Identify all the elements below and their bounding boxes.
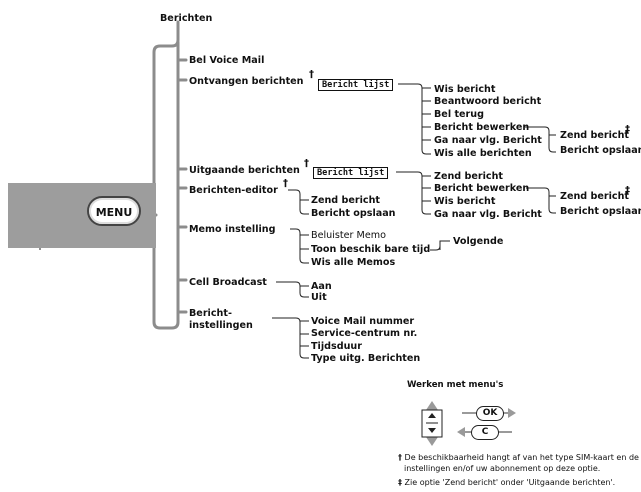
- list-item[interactable]: Ga naar vlg. Bericht: [434, 209, 542, 220]
- menu-item-cell-broadcast[interactable]: Cell Broadcast: [189, 277, 267, 288]
- list-item[interactable]: Bel terug: [434, 109, 484, 120]
- list-item[interactable]: Zend bericht: [434, 171, 503, 182]
- footnote-text: instellingen en/of uw abonnement op deze…: [404, 464, 601, 473]
- menu-item-voicemail[interactable]: Bel Voice Mail: [189, 55, 265, 66]
- list-item[interactable]: Wis bericht: [434, 84, 496, 95]
- list-item[interactable]: Bericht opslaan: [560, 206, 641, 217]
- list-item[interactable]: Type uitg. Berichten: [311, 353, 421, 364]
- c-button[interactable]: C: [471, 425, 499, 440]
- legend-title: Werken met menu's: [407, 380, 504, 390]
- list-item[interactable]: Tijdsduur: [311, 341, 362, 352]
- list-item[interactable]: Zend bericht: [311, 195, 380, 206]
- list-item[interactable]: Bericht opslaan: [560, 145, 641, 156]
- double-dagger-mark: ‡: [625, 185, 630, 196]
- menu-item-received[interactable]: Ontvangen berichten: [189, 76, 304, 87]
- dagger-mark: †: [309, 69, 314, 80]
- menu-item-settings-line2: instellingen: [189, 320, 253, 331]
- footnote-dagger: † De beschikbaarheid hangt af van het ty…: [398, 453, 639, 463]
- list-item[interactable]: Volgende: [453, 236, 504, 247]
- ok-button[interactable]: OK: [476, 406, 504, 421]
- double-dagger-mark: ‡: [398, 478, 402, 487]
- list-item[interactable]: Uit: [311, 292, 327, 303]
- menu-item-editor[interactable]: Berichten-editor: [189, 185, 278, 196]
- list-item[interactable]: Zend bericht: [560, 130, 629, 141]
- list-item[interactable]: Wis alle berichten: [434, 148, 532, 159]
- list-item[interactable]: Zend bericht: [560, 191, 629, 202]
- double-dagger-mark: ‡: [625, 124, 630, 135]
- list-item[interactable]: Ga naar vlg. Bericht: [434, 135, 542, 146]
- menu-item-settings[interactable]: Bericht-: [189, 308, 232, 319]
- menu-item-sent[interactable]: Uitgaande berichten: [189, 165, 300, 176]
- list-item[interactable]: Voice Mail nummer: [311, 316, 415, 327]
- list-item[interactable]: Bericht opslaan: [311, 208, 396, 219]
- page-title: Berichten: [160, 13, 213, 24]
- received-list-box: Bericht lijst: [318, 79, 394, 91]
- menu-button[interactable]: MENU: [87, 196, 141, 226]
- list-item[interactable]: Aan: [311, 281, 332, 292]
- list-item[interactable]: Toon beschik bare tijd: [311, 244, 431, 255]
- list-item[interactable]: Bericht bewerken: [434, 122, 530, 133]
- list-item[interactable]: Wis alle Memos: [311, 257, 396, 268]
- footnote-ddagger: ‡ Zie optie 'Zend bericht' onder 'Uitgaa…: [398, 478, 615, 488]
- list-item[interactable]: Bericht bewerken: [434, 183, 530, 194]
- menu-item-memo[interactable]: Memo instelling: [189, 224, 276, 235]
- dagger-mark: †: [304, 158, 309, 169]
- footnote-text: Zie optie 'Zend bericht' onder 'Uitgaand…: [404, 478, 616, 487]
- list-item[interactable]: Wis bericht: [434, 196, 496, 207]
- sent-list-box: Bericht lijst: [313, 167, 389, 179]
- list-item[interactable]: Beantwoord bericht: [434, 96, 542, 107]
- dagger-mark: †: [283, 178, 288, 189]
- list-item[interactable]: Service-centrum nr.: [311, 328, 418, 339]
- footnote-text: De beschikbaarheid hangt af van het type…: [404, 453, 639, 462]
- dagger-mark: †: [398, 453, 402, 462]
- list-item[interactable]: Beluister Memo: [311, 230, 386, 241]
